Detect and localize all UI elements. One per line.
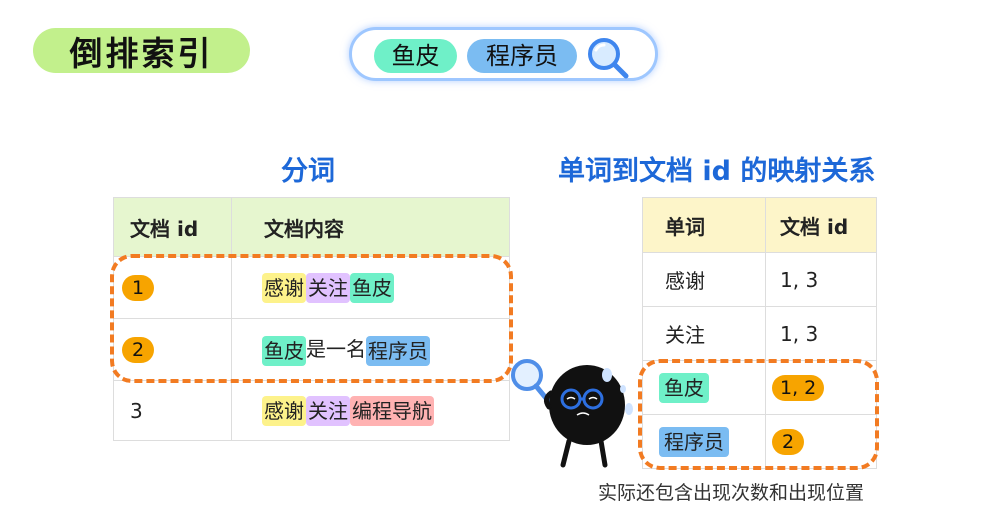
index-word: 关注 xyxy=(642,306,766,361)
mapping-heading: 单词到文档 id 的映射关系 xyxy=(558,156,876,187)
doc-ids-badge: 1, 2 xyxy=(772,374,825,401)
index-doc-ids: 1, 3 xyxy=(765,306,877,361)
word-highlight: 鱼皮 xyxy=(262,335,306,366)
header-doc-ids: 文档 id xyxy=(765,197,877,253)
table-row: 3 感谢关注编程导航 xyxy=(113,380,510,441)
header-doc-id: 文档 id xyxy=(113,197,232,257)
word-highlight: 鱼皮 xyxy=(350,272,394,303)
search-term-chip: 程序员 xyxy=(467,39,577,73)
table-row: 关注 1, 3 xyxy=(642,306,877,361)
documents-table: 文档 id 文档内容 1 感谢关注鱼皮 2 鱼皮是一名程序员 3 感谢关注编程导… xyxy=(113,197,510,441)
dashed-highlight-index xyxy=(638,359,879,470)
word-highlight: 程序员 xyxy=(366,335,430,366)
index-doc-ids: 1, 3 xyxy=(765,252,877,307)
doc-ids-badge: 2 xyxy=(772,428,804,455)
page-title: 倒排索引 xyxy=(33,28,250,73)
index-word: 鱼皮 xyxy=(659,372,709,403)
table-row: 2 鱼皮是一名程序员 xyxy=(113,318,510,381)
table-header-row: 单词 文档 id xyxy=(642,197,877,253)
doc-id: 3 xyxy=(113,380,232,441)
index-word: 程序员 xyxy=(659,426,729,457)
dashed-highlight-docs xyxy=(110,254,513,383)
search-term-chip: 鱼皮 xyxy=(374,39,457,73)
search-icon[interactable] xyxy=(584,34,632,80)
doc-id-badge: 2 xyxy=(122,336,154,363)
word-highlight: 感谢 xyxy=(262,395,306,426)
tokenize-heading: 分词 xyxy=(281,156,335,187)
table-header-row: 文档 id 文档内容 xyxy=(113,197,510,257)
plain-text: 是一名 xyxy=(306,337,366,362)
word-highlight: 编程导航 xyxy=(350,395,434,426)
table-row: 鱼皮 1, 2 xyxy=(642,360,877,415)
footnote: 实际还包含出现次数和出现位置 xyxy=(598,482,865,504)
search-box[interactable]: 鱼皮 程序员 xyxy=(349,27,658,81)
word-highlight: 关注 xyxy=(306,395,350,426)
doc-id-badge: 1 xyxy=(122,274,154,301)
word-highlight: 关注 xyxy=(306,272,350,303)
table-row: 感谢 1, 3 xyxy=(642,252,877,307)
header-word: 单词 xyxy=(642,197,766,253)
inverted-index-table: 单词 文档 id 感谢 1, 3 关注 1, 3 鱼皮 1, 2 程序员 2 xyxy=(642,197,877,469)
header-doc-content: 文档内容 xyxy=(231,197,510,257)
index-word: 感谢 xyxy=(642,252,766,307)
mascot-illustration xyxy=(511,359,633,468)
word-highlight: 感谢 xyxy=(262,272,306,303)
